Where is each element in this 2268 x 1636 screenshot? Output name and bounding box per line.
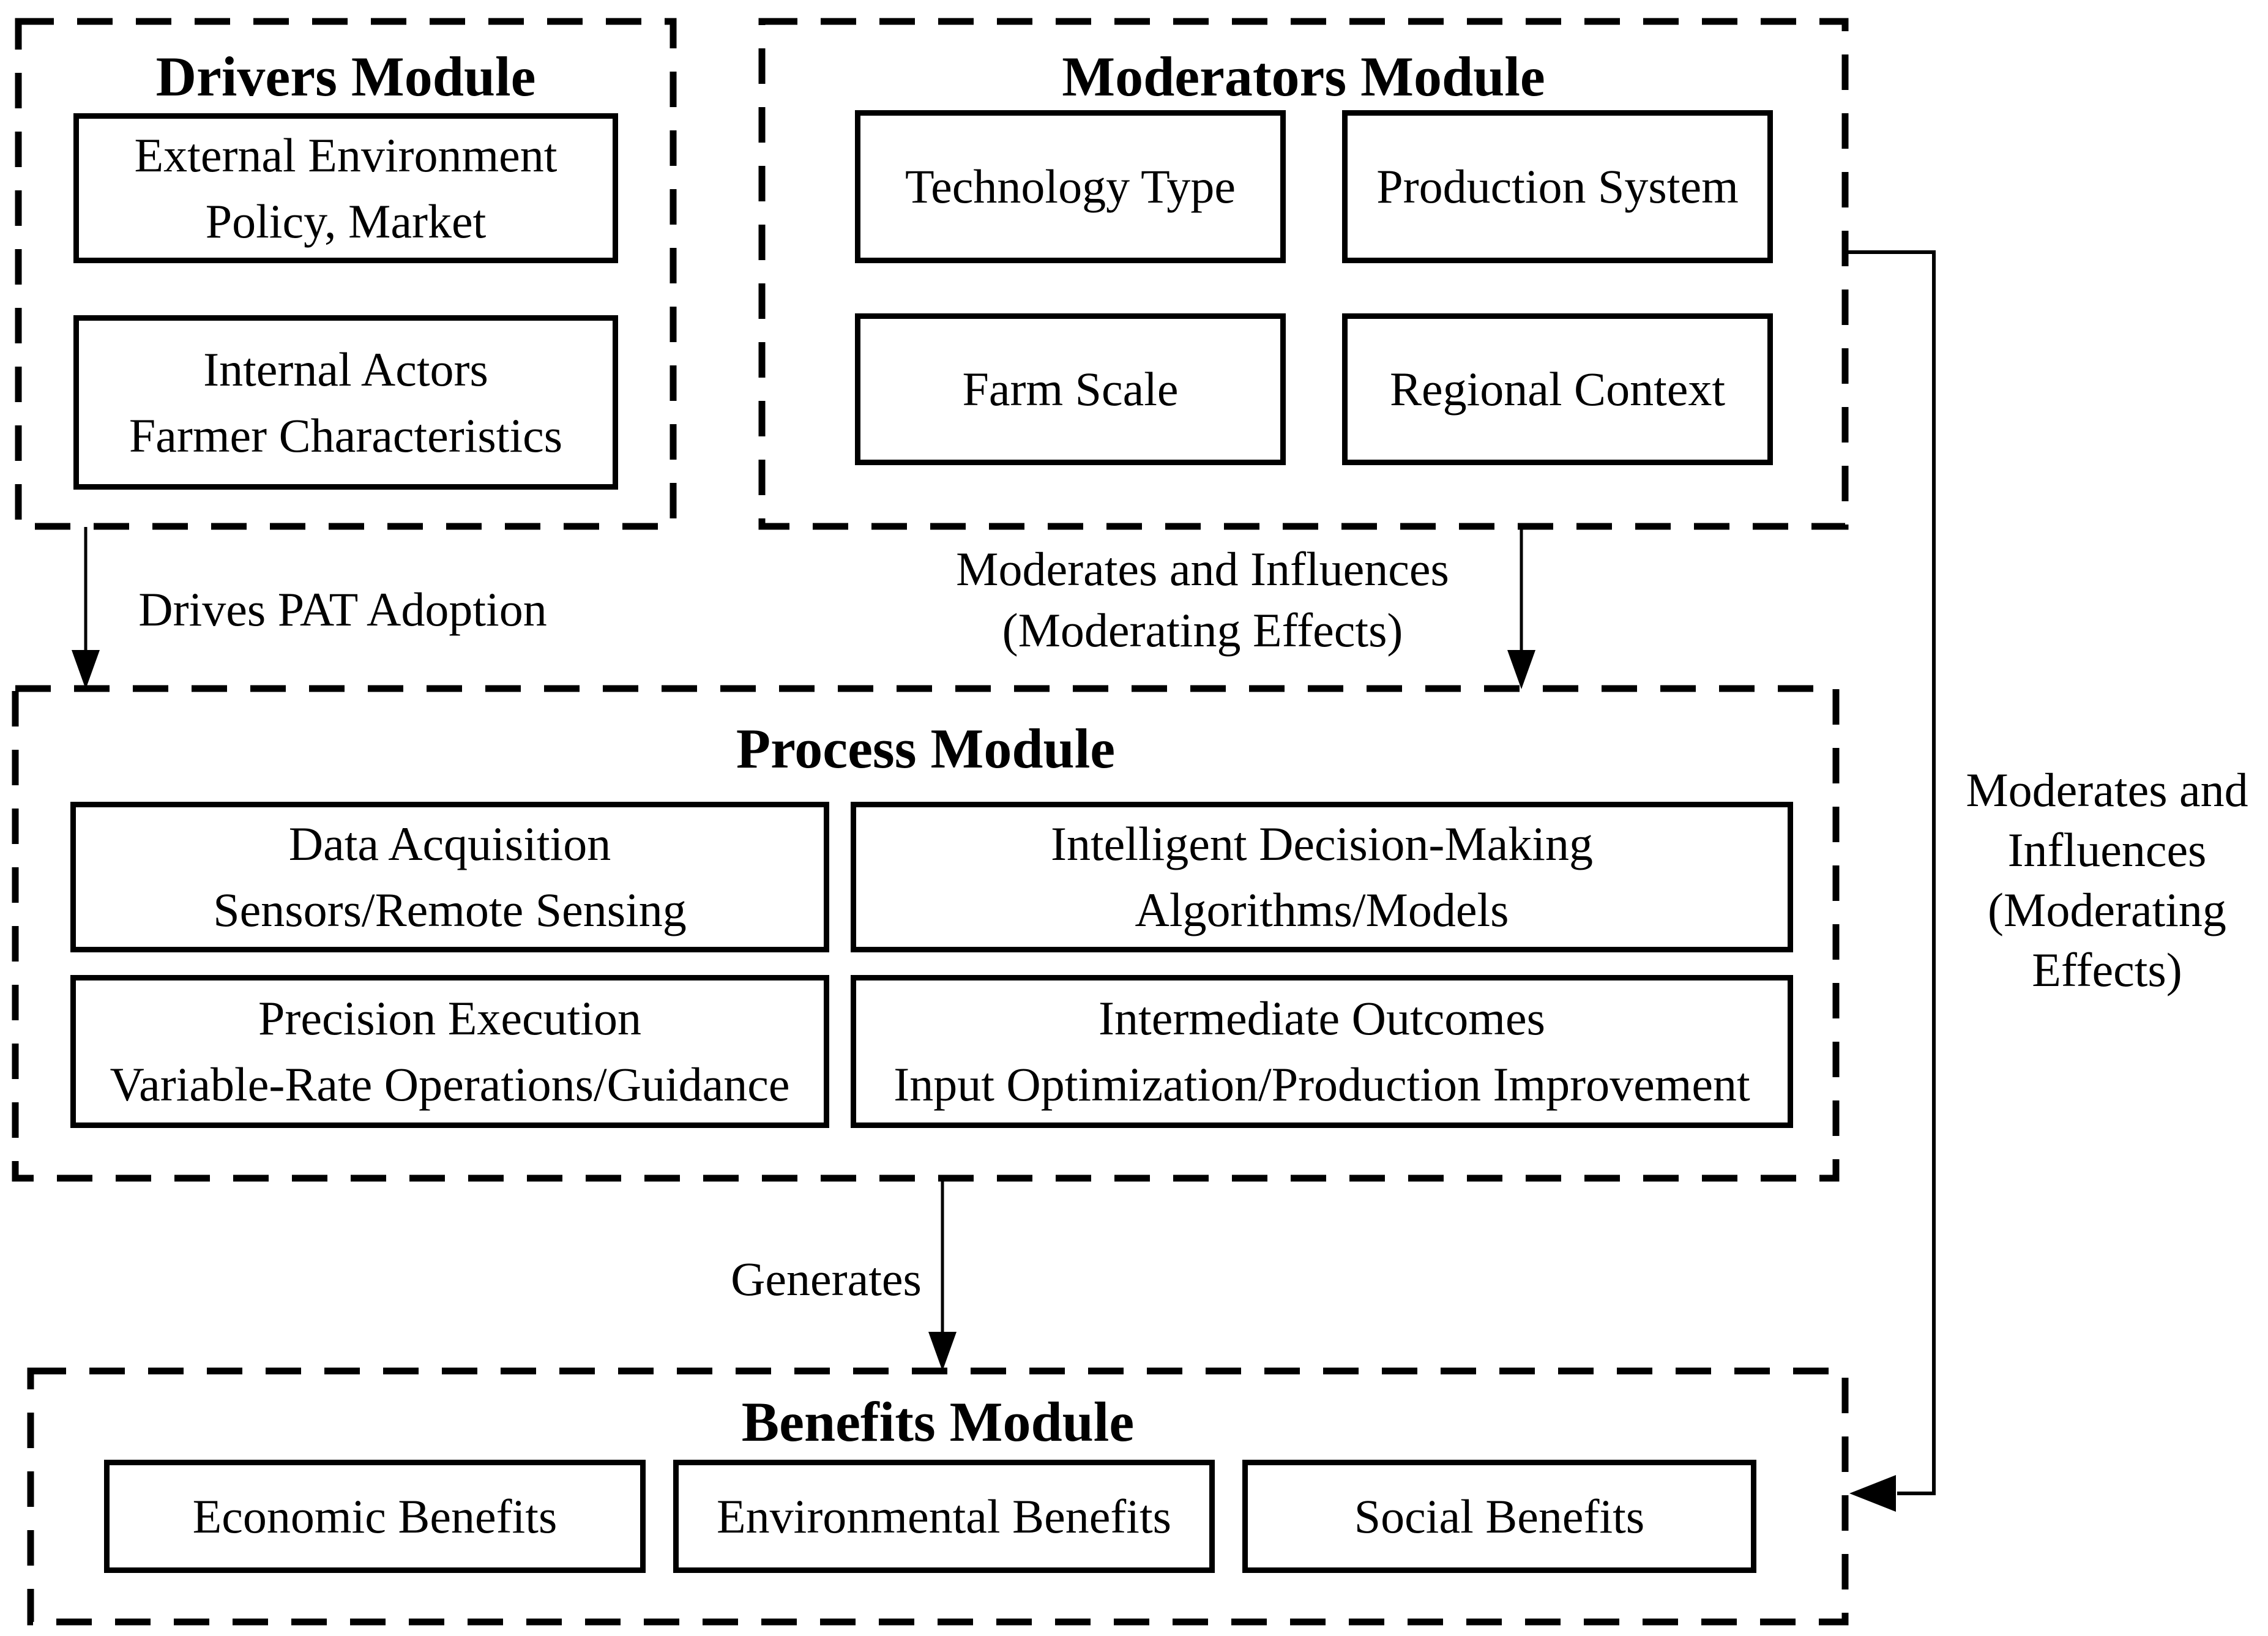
production-system-box: Production System xyxy=(1342,110,1773,263)
farm-scale-label: Farm Scale xyxy=(962,362,1179,416)
internal-actors-line2: Farmer Characteristics xyxy=(129,408,563,462)
social-benefits-box: Social Benefits xyxy=(1242,1460,1756,1573)
intermediate-outcomes-line1: Intermediate Outcomes xyxy=(1099,992,1545,1045)
moderates-influences-right-line2: Influences xyxy=(2007,823,2207,876)
moderates-influences-right-line3: (Moderating xyxy=(1988,883,2226,936)
generates-label: Generates xyxy=(731,1252,922,1305)
internal-actors-box: Internal Actors Farmer Characteristics xyxy=(73,315,618,490)
intelligent-decision-making-line2: Algorithms/Models xyxy=(1135,883,1509,936)
arrow-drivers-to-process-head xyxy=(72,650,100,689)
external-environment-box: External Environment Policy, Market xyxy=(73,113,618,263)
data-acquisition-box: Data Acquisition Sensors/Remote Sensing xyxy=(70,802,829,952)
benefits-module-border xyxy=(27,1367,1849,1626)
economic-benefits-label: Economic Benefits xyxy=(192,1489,558,1543)
external-environment-line2: Policy, Market xyxy=(205,194,487,248)
drivers-module-title: Drivers Module xyxy=(155,45,536,108)
moderates-influences-right-label: Moderates and Influences (Moderating Eff… xyxy=(1946,760,2268,1000)
moderates-influences-mid-line2: (Moderating Effects) xyxy=(1002,603,1403,657)
external-environment-line1: External Environment xyxy=(134,128,558,182)
technology-type-box: Technology Type xyxy=(855,110,1286,263)
regional-context-label: Regional Context xyxy=(1389,362,1726,416)
economic-benefits-box: Economic Benefits xyxy=(104,1460,646,1573)
arrow-moderators-to-process-head xyxy=(1507,650,1535,689)
production-system-label: Production System xyxy=(1376,160,1739,213)
farm-scale-box: Farm Scale xyxy=(855,313,1286,465)
benefits-module-title: Benefits Module xyxy=(741,1391,1135,1453)
data-acquisition-line2: Sensors/Remote Sensing xyxy=(213,883,687,936)
intelligent-decision-making-box: Intelligent Decision-Making Algorithms/M… xyxy=(851,802,1793,952)
drivers-module-border xyxy=(15,18,677,530)
precision-execution-line2: Variable-Rate Operations/Guidance xyxy=(110,1058,790,1111)
moderates-influences-right-line4: Effects) xyxy=(2032,943,2182,996)
arrow-process-to-benefits-head xyxy=(928,1332,957,1371)
precision-execution-box: Precision Execution Variable-Rate Operat… xyxy=(70,975,829,1128)
social-benefits-label: Social Benefits xyxy=(1354,1489,1645,1543)
environmental-benefits-label: Environmental Benefits xyxy=(717,1489,1171,1543)
internal-actors-line1: Internal Actors xyxy=(203,342,488,396)
environmental-benefits-box: Environmental Benefits xyxy=(673,1460,1215,1573)
drives-pat-adoption-label: Drives PAT Adoption xyxy=(138,583,547,636)
data-acquisition-line1: Data Acquisition xyxy=(288,817,611,870)
moderates-influences-mid-label: Moderates and Influences (Moderating Eff… xyxy=(869,539,1536,661)
moderates-influences-right-line1: Moderates and xyxy=(1966,763,2248,816)
intelligent-decision-making-line1: Intelligent Decision-Making xyxy=(1051,817,1593,870)
moderators-module-title: Moderators Module xyxy=(1062,45,1545,108)
regional-context-box: Regional Context xyxy=(1342,313,1773,465)
moderates-influences-mid-line1: Moderates and Influences xyxy=(956,542,1449,596)
intermediate-outcomes-line2: Input Optimization/Production Improvemen… xyxy=(893,1058,1750,1111)
intermediate-outcomes-box: Intermediate Outcomes Input Optimization… xyxy=(851,975,1793,1128)
process-module-title: Process Module xyxy=(736,717,1116,780)
connector-moderators-to-benefits-head xyxy=(1849,1475,1896,1512)
process-module-border xyxy=(12,685,1840,1182)
connector-moderators-to-benefits xyxy=(1846,250,1936,1495)
precision-execution-line1: Precision Execution xyxy=(258,992,642,1045)
moderators-module-border xyxy=(758,18,1849,530)
technology-type-label: Technology Type xyxy=(905,160,1236,213)
